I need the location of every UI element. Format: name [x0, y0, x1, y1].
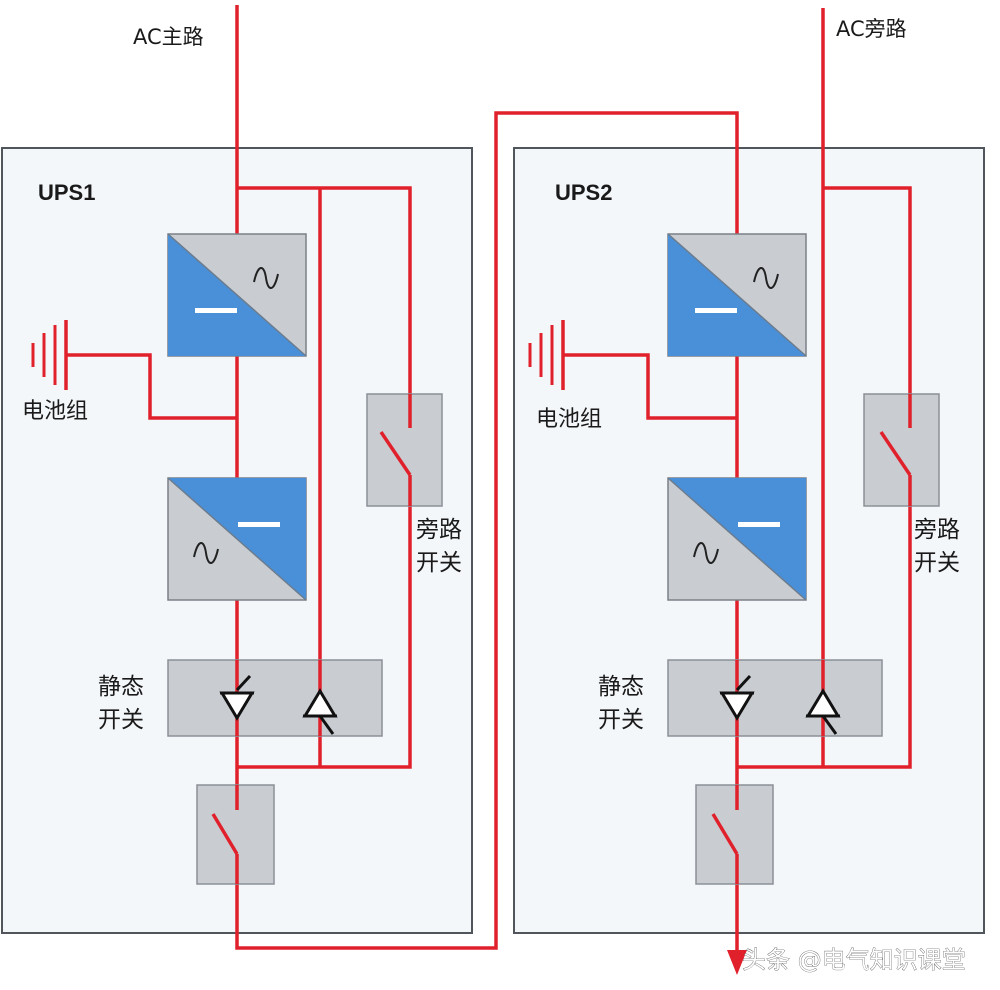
rectifier-icon: [667, 233, 807, 357]
ac-main-label: AC主路: [133, 25, 204, 49]
watermark: 头条 @电气知识课堂: [742, 946, 966, 974]
bypass-switch-label: 旁路: [416, 517, 462, 543]
thyristor-icon: [219, 674, 255, 721]
bypass-switch-label: 旁路: [914, 517, 960, 543]
arrow-down-icon: [727, 950, 747, 975]
static-switch-label: 静态: [598, 674, 644, 700]
battery-icon: [31, 320, 68, 390]
thyristor-icon: [302, 688, 338, 735]
ac-bypass-label: AC旁路: [836, 17, 907, 41]
switch-icon: [695, 784, 774, 885]
switch-icon: [366, 393, 443, 507]
thyristor-icon: [719, 674, 755, 721]
battery-label: 电池组: [536, 407, 602, 432]
thyristor-icon: [805, 688, 841, 735]
rectifier-icon: [167, 233, 307, 357]
static-switch-box-ups1: [167, 659, 383, 737]
static-switch-box-ups2: [667, 659, 883, 737]
static-switch-label: 静态: [98, 674, 144, 700]
battery-label: 电池组: [22, 399, 88, 424]
switch-icon: [863, 393, 940, 507]
inverter-icon: [167, 477, 307, 601]
bypass-switch-label: 开关: [416, 550, 462, 576]
battery-icon: [528, 320, 565, 390]
ups1-title: UPS1: [38, 180, 95, 205]
ups2-title: UPS2: [555, 180, 612, 205]
static-switch-label: 开关: [598, 707, 644, 733]
static-switch-label: 开关: [98, 707, 144, 733]
switch-icon: [196, 784, 275, 885]
bypass-switch-label: 开关: [914, 550, 960, 576]
inverter-icon: [667, 477, 807, 601]
